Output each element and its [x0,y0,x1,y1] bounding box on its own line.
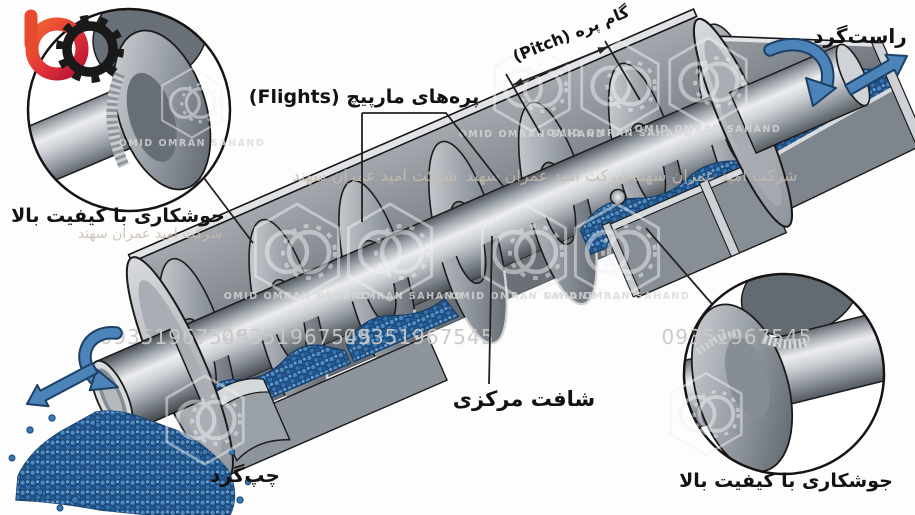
svg-text:09351967545: 09351967545 [662,325,813,349]
svg-text:OMID OMRAN SAHAND: OMID OMRAN SAHAND [224,291,371,302]
svg-text:OMID OMRAN SAHAND: OMID OMRAN SAHAND [451,291,598,302]
weld-quality-label-top-left: جوشکاری با کیفیت بالا [11,205,225,227]
flight-edge-ball-detail [609,188,627,206]
pitch-arrowhead [597,47,608,54]
weld-quality-label-bottom-right: جوشکاری با کیفیت بالا [679,470,893,492]
watermark-phone: 09351967545 09351967545 09351967545 0935… [100,325,813,349]
flow-arrow-left-icon [26,362,99,408]
granule-spill [8,410,252,515]
brand-logo [24,9,124,83]
inset-tl-leader-line [203,177,254,244]
svg-text:OMID OMRAN SAHAND: OMID OMRAN SAHAND [317,291,464,302]
rotation-right-label: راست‌گرد [813,24,907,48]
pitch-dimension-line [512,46,609,86]
trough-joint-flange [698,178,741,258]
inset-circle-outline [26,7,232,213]
rotation-left-label: چپ‌گرد [210,463,280,487]
zoom-inset-bottom-right [682,272,886,476]
svg-text:شرکت امید عمران سهند: شرکت امید عمران سهند [633,166,798,186]
flights-leader-line [361,112,504,222]
flights-label: پره‌های مارپیچ (Flights) [248,86,480,108]
svg-text:شرکت امید عمران سهند: شرکت امید عمران سهند [466,166,631,186]
watermark-company-en: OMID OMRAN SAHAND OMID OMRAN SAHAND OMID… [119,124,782,302]
rotation-arrow-right-icon [763,37,837,107]
svg-text:OMID OMRAN SAHAND: OMID OMRAN SAHAND [544,291,691,302]
svg-text:OMID OMRAN SAHAND: OMID OMRAN SAHAND [547,128,694,139]
svg-text:شرکت امید عمران سهند: شرکت امید عمران سهند [293,166,458,186]
svg-text:OMID OMRAN SAHAND: OMID OMRAN SAHAND [459,129,606,140]
pitch-arrowhead [513,78,524,85]
trough-front-wall [206,160,788,477]
inset-br-leader-line [645,227,713,305]
logo-gear-teeth-icon [56,15,124,83]
shaft-leader-line [488,235,493,385]
flow-arrow-right-icon [844,53,908,96]
inset-circle-outline [682,272,886,476]
logo-gear-ring-icon [62,21,118,77]
svg-text:09351967545: 09351967545 [344,325,495,349]
svg-text:شرکت امید عمران سهند: شرکت امید عمران سهند [78,226,222,242]
svg-text:OMID OMRAN SAHAND: OMID OMRAN SAHAND [119,138,266,149]
central-shaft-label: شافت مرکزی [452,387,596,411]
leader-lines [203,40,713,385]
watermark-company-fa: شرکت امید عمران سهند شرکت امید عمران سهن… [78,166,798,242]
pitch-extension-lines [505,40,641,134]
svg-text:OMID OMRAN SAHAND: OMID OMRAN SAHAND [635,124,782,135]
svg-text:09351967545: 09351967545 [222,325,373,349]
svg-text:09351967545: 09351967545 [100,325,251,349]
